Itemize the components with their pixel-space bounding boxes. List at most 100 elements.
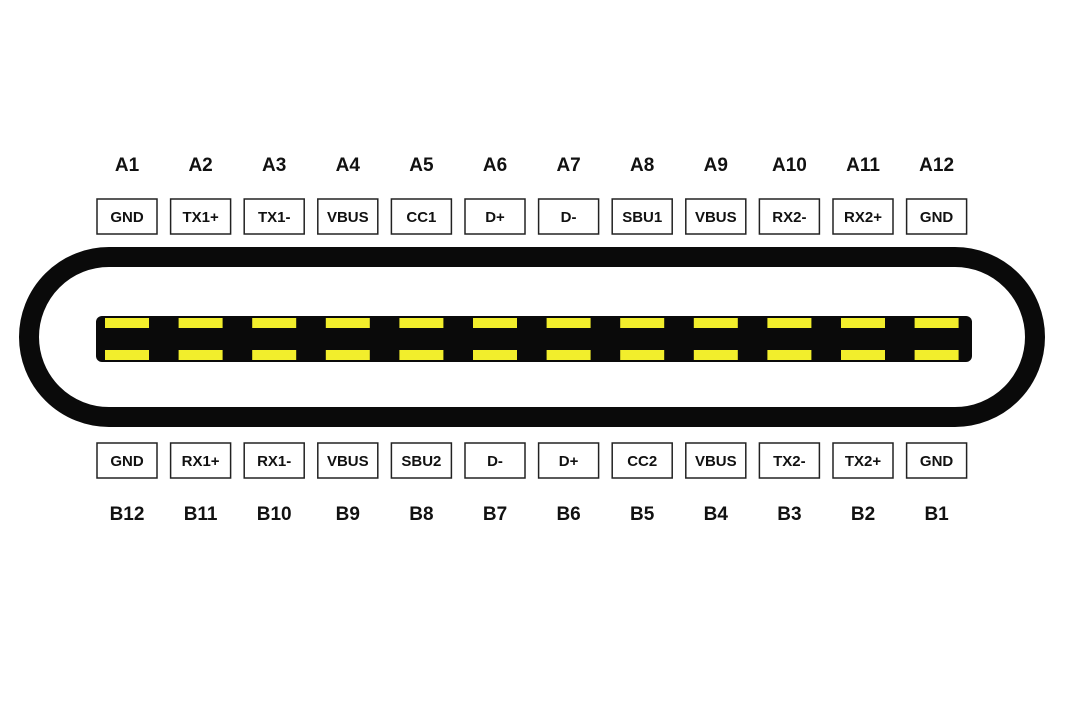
pin-id-a2: A2 — [188, 155, 212, 176]
pin-box-b11 — [169, 442, 232, 479]
pin-signal-a12: GND — [920, 209, 954, 226]
pin-id-a9: A9 — [704, 155, 728, 176]
pin-signal-a3: TX1- — [258, 209, 291, 226]
pin-id-a3: A3 — [262, 155, 286, 176]
contact-top-a9 — [693, 318, 738, 328]
top-pin-ids: A1 A2 A3 A4 A5 A6 A7 A8 A9 A10 A11 A12 — [115, 155, 954, 176]
contact-top-a6 — [473, 318, 517, 328]
pin-id-a1: A1 — [115, 155, 140, 176]
contact-top-a2 — [178, 318, 223, 328]
pin-signal-a11: RX2+ — [844, 209, 882, 226]
contact-bottom-b8 — [620, 350, 665, 360]
top-pin-labels: GND TX1+ TX1- VBUS CC1 D+ D- SBU1 VBUS RX2- RX2+ GN… — [96, 198, 968, 235]
pin-signal-a7: D- — [561, 209, 577, 226]
pin-box-b4 — [685, 442, 747, 479]
contact-top-a5 — [399, 318, 444, 328]
pin-box-a10 — [758, 198, 821, 235]
pin-signal-a4: VBUS — [327, 209, 369, 226]
contact-tongue — [96, 316, 972, 362]
contact-bottom-b1 — [105, 350, 149, 360]
contact-top-a12 — [914, 318, 959, 328]
pin-signal-a5: CC1 — [406, 209, 436, 226]
contact-bottom-b2 — [178, 350, 223, 360]
pin-id-b4: B4 — [704, 504, 729, 525]
pin-box-a5 — [390, 198, 453, 235]
pin-id-a6: A6 — [483, 155, 507, 176]
pin-box-a6 — [464, 198, 526, 235]
pin-box-a12 — [905, 198, 968, 235]
pin-id-a5: A5 — [409, 155, 434, 176]
pin-box-b1 — [905, 442, 968, 479]
pin-id-b7: B7 — [483, 504, 507, 525]
pin-box-b10 — [243, 442, 305, 479]
pin-id-a8: A8 — [630, 155, 654, 176]
pin-box-a7 — [537, 198, 600, 235]
pin-signal-b7: D- — [487, 453, 503, 470]
pin-signal-b3: TX2- — [773, 453, 806, 470]
pin-signal-b1: GND — [920, 453, 954, 470]
pin-id-a7: A7 — [556, 155, 580, 176]
pin-id-b6: B6 — [556, 504, 580, 525]
pin-signal-b11: RX1+ — [182, 453, 220, 470]
contact-bottom-b3 — [252, 350, 297, 360]
pin-id-b5: B5 — [630, 504, 655, 525]
contact-bottom-b12 — [914, 350, 959, 360]
pin-box-a3 — [243, 198, 305, 235]
connector-shell — [19, 247, 1045, 427]
contact-bottom-b10 — [767, 350, 812, 360]
pin-id-b2: B2 — [851, 504, 875, 525]
contact-top-a1 — [105, 318, 149, 328]
contact-top-a11 — [841, 318, 885, 328]
pin-signal-b12: GND — [110, 453, 144, 470]
contact-top-a3 — [252, 318, 297, 328]
pin-signal-b9: VBUS — [327, 453, 369, 470]
pin-signal-a8: SBU1 — [622, 209, 662, 226]
pin-id-a4: A4 — [336, 155, 361, 176]
contact-bottom-b11 — [841, 350, 885, 360]
pin-box-b8 — [390, 442, 453, 479]
pin-box-b2 — [832, 442, 894, 479]
pin-id-b10: B10 — [257, 504, 292, 525]
contact-top-a7 — [546, 318, 591, 328]
pin-box-a9 — [685, 198, 747, 235]
pin-signal-b4: VBUS — [695, 453, 737, 470]
pin-signal-b8: SBU2 — [401, 453, 441, 470]
pin-box-a1 — [96, 198, 158, 235]
pin-box-b12 — [96, 442, 158, 479]
pin-id-a12: A12 — [919, 155, 954, 176]
contact-top-a8 — [620, 318, 665, 328]
pin-box-b7 — [464, 442, 526, 479]
pin-id-b11: B11 — [184, 504, 218, 525]
pin-signal-a1: GND — [110, 209, 144, 226]
contact-bottom-b4 — [325, 350, 370, 360]
contact-bottom-b6 — [473, 350, 517, 360]
pin-box-a2 — [169, 198, 232, 235]
pin-signal-a9: VBUS — [695, 209, 737, 226]
pin-id-a11: A11 — [846, 155, 880, 176]
contacts — [105, 318, 959, 360]
contact-top-a10 — [767, 318, 812, 328]
pin-id-a10: A10 — [772, 155, 807, 176]
pin-signal-a6: D+ — [485, 209, 505, 226]
pin-box-b5 — [611, 442, 673, 479]
pin-signal-b5: CC2 — [627, 453, 657, 470]
pin-box-a11 — [832, 198, 894, 235]
pin-box-b9 — [317, 442, 379, 479]
pin-signal-a2: TX1+ — [182, 209, 219, 226]
pin-box-b6 — [537, 442, 600, 479]
pin-id-b1: B1 — [924, 504, 949, 525]
bottom-pin-labels: GND RX1+ RX1- VBUS SBU2 D- D+ CC2 VBUS TX2- TX2+ GN… — [96, 442, 968, 479]
pin-box-a4 — [317, 198, 379, 235]
pin-id-b12: B12 — [110, 504, 145, 525]
contact-top-a4 — [325, 318, 370, 328]
pin-box-b3 — [758, 442, 821, 479]
pin-signal-b10: RX1- — [257, 453, 291, 470]
pin-signal-a10: RX2- — [772, 209, 806, 226]
pin-id-b3: B3 — [777, 504, 801, 525]
contact-bottom-b7 — [546, 350, 591, 360]
pin-signal-b6: D+ — [559, 453, 579, 470]
pin-signal-b2: TX2+ — [845, 453, 882, 470]
contact-bottom-b9 — [693, 350, 738, 360]
pin-id-b9: B9 — [336, 504, 360, 525]
